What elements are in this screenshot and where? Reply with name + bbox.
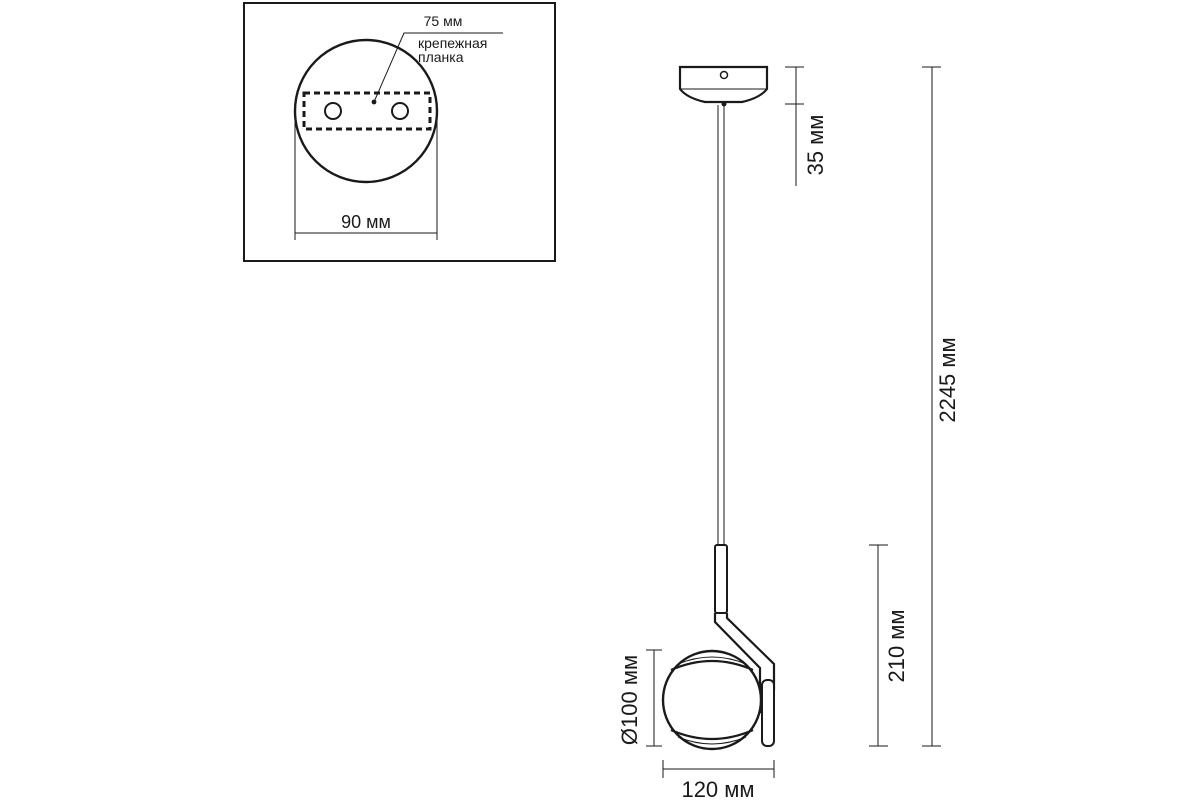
- canopy-body: [678, 65, 769, 104]
- lamp-height-label: 210 мм: [884, 609, 909, 682]
- total-height-label: 2245 мм: [935, 337, 960, 422]
- lamp-arm: [713, 613, 762, 690]
- canopy-diameter-label: 90 мм: [341, 212, 391, 232]
- shade-diameter-label: Ø100 мм: [617, 655, 642, 745]
- canopy-screw: [719, 70, 729, 80]
- suspension-cable: [717, 105, 725, 545]
- globe-top-band-inner: [677, 656, 747, 665]
- total-height-dimension: 2245 мм: [922, 66, 960, 747]
- canopy-height-label: 35 мм: [803, 115, 828, 176]
- mounting-hole-left: [324, 102, 342, 120]
- plate-width-label: 75 мм: [424, 13, 463, 29]
- canopy-circle: [293, 38, 439, 184]
- cable-sleeve: [714, 544, 728, 614]
- globe-bottom-band-inner: [677, 736, 747, 745]
- lamp-height-dimension: 210 мм: [869, 544, 909, 747]
- canopy-side-view: [678, 65, 769, 107]
- globe-shade: [661, 649, 763, 751]
- lamp-width-label: 120 мм: [681, 777, 754, 800]
- lamp-stem: [761, 679, 775, 747]
- plate-leader-line: [373, 32, 503, 103]
- lamp-arm-inner: [725, 613, 776, 690]
- lamp-width-dimension: 120 мм: [662, 760, 775, 800]
- mounting-hole-right: [391, 102, 409, 120]
- canopy-height-dimension: 35 мм: [785, 66, 828, 186]
- inset-frame: [243, 2, 556, 262]
- globe-top-band: [670, 659, 754, 672]
- globe-bottom-band: [670, 728, 754, 741]
- lamp-body: [661, 544, 776, 751]
- mounting-plate: [302, 91, 432, 131]
- cable-grip: [721, 101, 727, 107]
- shade-diameter-dimension: Ø100 мм: [617, 649, 662, 747]
